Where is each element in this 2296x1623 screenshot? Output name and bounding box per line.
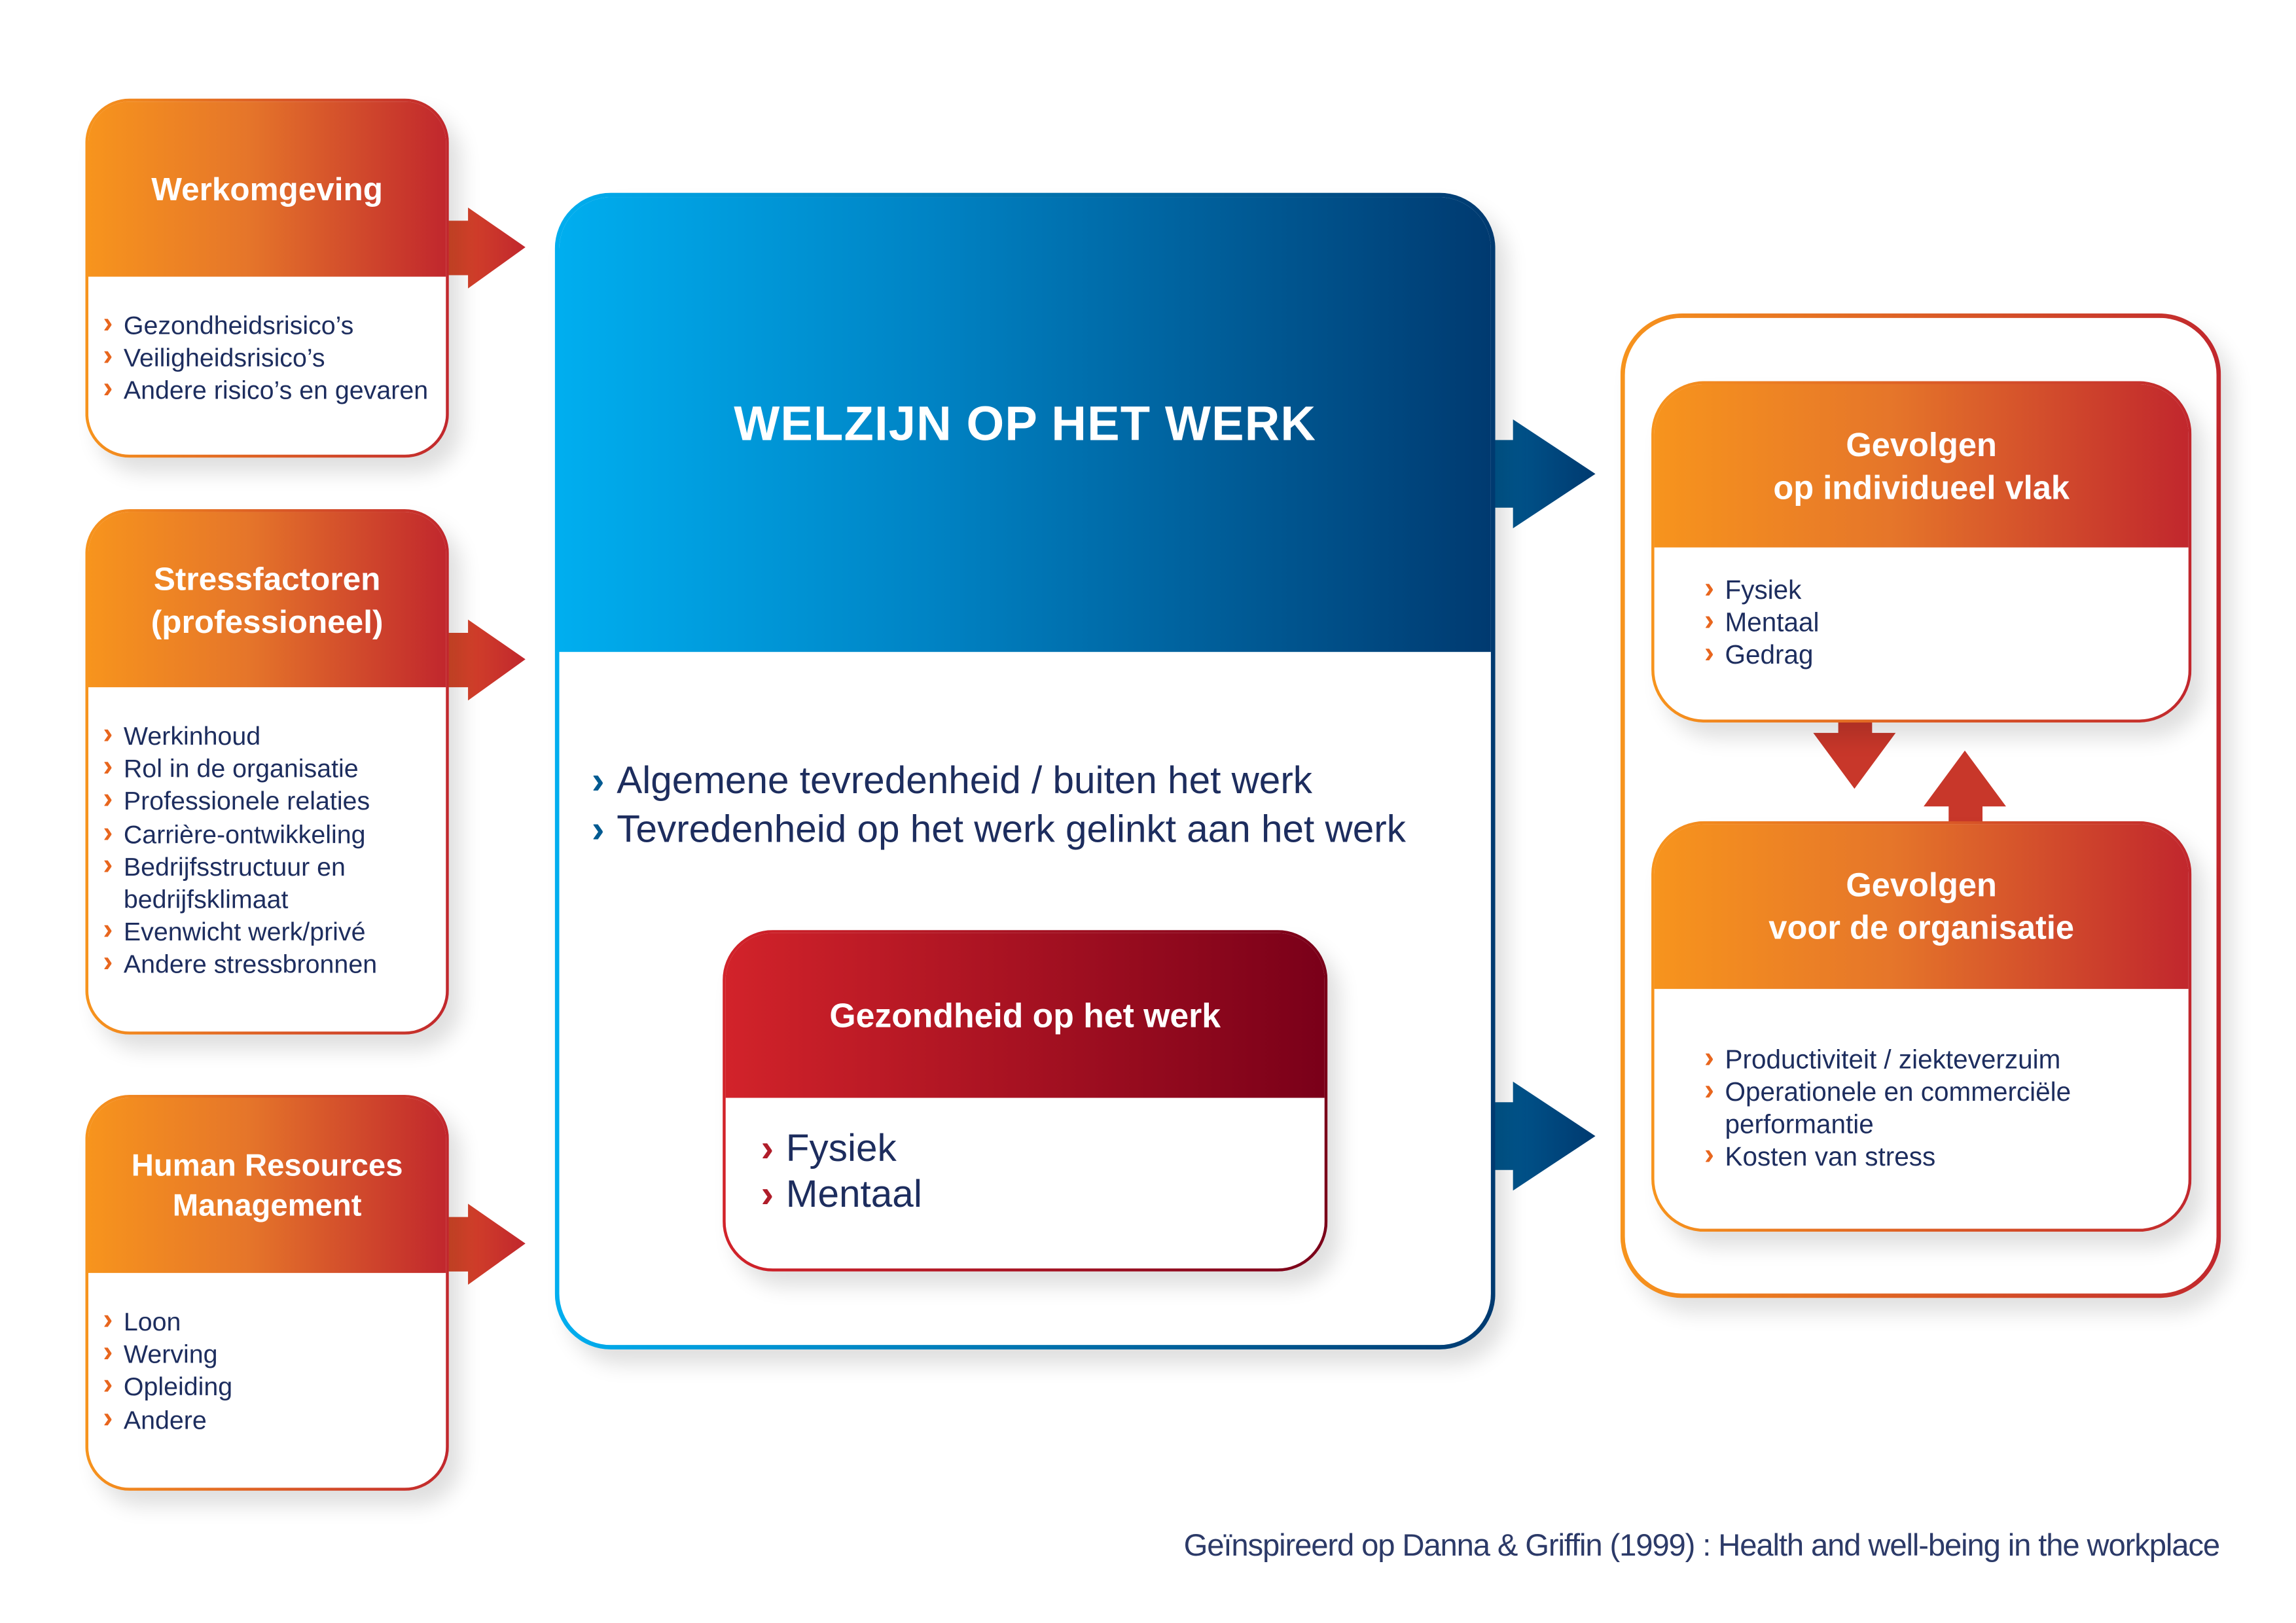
item-text: Andere <box>123 1404 207 1435</box>
item-text: Evenwicht werk/privé <box>123 917 366 947</box>
arrow-right-icon <box>446 207 526 289</box>
title-line: op individueel vlak <box>1773 469 2070 506</box>
welzijn-title: WELZIJN OP HET WERK <box>559 197 1491 652</box>
werkomgeving-box: Werkomgeving Gezondheidsrisico’s Veiligh… <box>85 99 448 458</box>
chevron-icon <box>1704 1141 1725 1170</box>
box-title: Stressfactoren (professioneel) <box>88 512 446 688</box>
gevolgen-individueel-box: Gevolgen op individueel vlak Fysiek Ment… <box>1651 381 2191 722</box>
list-item: Fysiek <box>1704 574 1820 606</box>
chevron-icon <box>1704 574 1725 603</box>
item-text: Andere risico’s en gevaren <box>123 376 429 406</box>
item-list: Loon Werving Opleiding Andere <box>103 1306 232 1436</box>
list-item: Productiviteit / ziekteverzuim <box>1704 1043 2071 1075</box>
chevron-icon <box>1704 639 1725 668</box>
list-item: Mentaal <box>761 1171 922 1217</box>
list-item: Evenwicht werk/privé <box>103 916 377 948</box>
box-title: Gezondheid op het werk <box>725 933 1325 1098</box>
item-text: Bedrijfsstructuur en <box>123 851 346 882</box>
list-item: Werving <box>103 1338 232 1371</box>
list-item: Fysiek <box>761 1126 922 1171</box>
title-line: voor de organisatie <box>1768 909 2075 946</box>
stressfactoren-box: Stressfactoren (professioneel) Werkinhou… <box>85 509 448 1035</box>
item-text: Mentaal <box>785 1171 922 1216</box>
box-title: Gevolgen op individueel vlak <box>1654 383 2189 548</box>
list-item: Bedrijfsstructuur en <box>103 850 377 883</box>
arrow-down-icon <box>1813 718 1896 789</box>
item-list: Productiviteit / ziekteverzuim Operation… <box>1704 1043 2071 1173</box>
box-title: Werkomgeving <box>88 101 446 277</box>
item-text: Gedrag <box>1725 640 1814 670</box>
list-item: Operationele en commerciële <box>1704 1076 2071 1108</box>
item-text: Productiviteit / ziekteverzuim <box>1725 1044 2061 1075</box>
title-line: Human Resources <box>131 1149 403 1183</box>
title-line: Management <box>172 1188 362 1222</box>
item-text: Algemene tevredenheid / buiten het werk <box>617 758 1313 802</box>
title-line: Stressfactoren <box>153 560 381 597</box>
list-item: Gedrag <box>1704 639 1820 671</box>
arrow-right-icon <box>446 1204 526 1285</box>
list-item: Rol in de organisatie <box>103 753 377 785</box>
item-text: Andere stressbronnen <box>123 950 378 980</box>
gevolgen-organisatie-box: Gevolgen voor de organisatie Productivit… <box>1651 821 2191 1232</box>
item-text: Mentaal <box>1725 607 1820 637</box>
item-text: Veiligheidsrisico’s <box>123 343 325 373</box>
list-item: Professionele relaties <box>103 785 377 817</box>
arrow-right-icon <box>1490 419 1596 529</box>
item-list: Fysiek Mentaal <box>761 1126 922 1217</box>
gezondheid-box: Gezondheid op het werk Fysiek Mentaal <box>723 930 1327 1272</box>
item-text: Loon <box>123 1306 181 1336</box>
chevron-icon <box>1704 606 1725 635</box>
list-item: Andere <box>103 1403 232 1436</box>
item-text: Professionele relaties <box>123 786 370 816</box>
item-list: Fysiek Mentaal Gedrag <box>1704 574 1820 671</box>
list-item: Carrière-ontwikkeling <box>103 817 377 850</box>
item-list: Gezondheidsrisico’s Veiligheidsrisico’s … <box>103 309 428 407</box>
item-text: Gezondheidsrisico’s <box>123 310 354 340</box>
title-line: (professioneel) <box>151 602 384 640</box>
item-text: Fysiek <box>785 1126 897 1170</box>
item-text: Tevredenheid op het werk gelinkt aan het… <box>617 806 1407 851</box>
chevron-icon <box>1704 1043 1725 1073</box>
item-text: Werkinhoud <box>123 721 261 751</box>
item-text: Carrière-ontwikkeling <box>123 819 366 849</box>
arrow-up-icon <box>1924 750 2006 825</box>
list-item: Andere stressbronnen <box>103 948 377 981</box>
box-title: Human Resources Management <box>88 1097 446 1274</box>
welzijn-list: Algemene tevredenheid / buiten het werk … <box>592 757 1406 853</box>
source-citation: Geïnspireerd op Danna & Griffin (1999) :… <box>1183 1529 2221 1563</box>
item-text: Kosten van stress <box>1725 1141 1936 1171</box>
list-item: Gezondheidsrisico’s <box>103 309 428 342</box>
list-item-continuation: performantie <box>1704 1108 2071 1140</box>
list-item: Veiligheidsrisico’s <box>103 342 428 374</box>
item-text: Rol in de organisatie <box>123 753 359 783</box>
item-text: Werving <box>123 1339 218 1369</box>
list-item: Kosten van stress <box>1704 1141 2071 1173</box>
list-item: Loon <box>103 1306 232 1338</box>
item-text: Opleiding <box>123 1372 233 1402</box>
list-item-continuation: bedrijfsklimaat <box>103 883 377 916</box>
item-text: performantie <box>1725 1109 1874 1139</box>
list-item: Tevredenheid op het werk gelinkt aan het… <box>592 805 1406 853</box>
hrm-box: Human Resources Management Loon Werving … <box>85 1095 448 1491</box>
title-line: Gevolgen <box>1846 425 1997 463</box>
arrow-right-icon <box>446 619 526 701</box>
chevron-icon <box>1704 1076 1725 1105</box>
list-item: Andere risico’s en gevaren <box>103 374 428 407</box>
item-text: bedrijfsklimaat <box>123 884 289 914</box>
list-item: Mentaal <box>1704 606 1820 638</box>
box-title: Gevolgen voor de organisatie <box>1654 824 2189 990</box>
arrow-right-icon <box>1490 1081 1596 1191</box>
item-list: Werkinhoud Rol in de organisatie Profess… <box>103 720 377 981</box>
item-text: Operationele en commerciële <box>1725 1077 2072 1107</box>
list-item: Algemene tevredenheid / buiten het werk <box>592 757 1406 805</box>
title-line: Gevolgen <box>1846 866 1997 904</box>
list-item: Opleiding <box>103 1370 232 1403</box>
list-item: Werkinhoud <box>103 720 377 753</box>
item-text: Fysiek <box>1725 575 1802 605</box>
